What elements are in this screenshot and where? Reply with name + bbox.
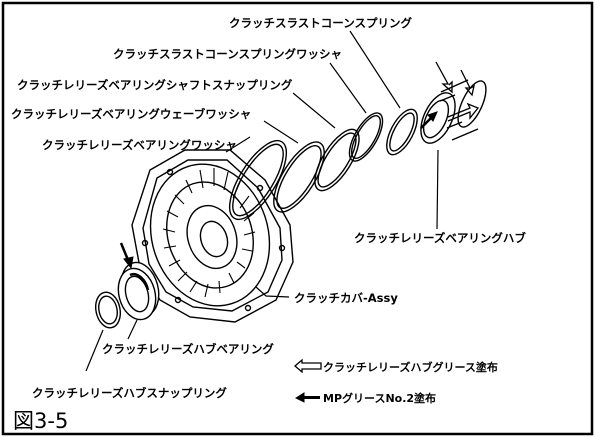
hub-snap-ring — [94, 291, 122, 329]
leader-bearing-washer — [225, 136, 251, 153]
legend-solid-arrow-icon — [294, 392, 320, 403]
mp-grease-arrow-bearing — [119, 242, 134, 270]
leader-clutch-cover — [255, 286, 290, 298]
cone-spring-washer-ring — [348, 112, 384, 162]
leader-shaft-snap-ring — [292, 92, 336, 129]
label-bearing-washer: クラッチレリーズベアリングワッシャ — [42, 138, 237, 152]
label-hub-bearing: クラッチレリーズハブベアリング — [102, 342, 274, 356]
leader-wave-washer — [263, 120, 299, 144]
label-bearing-hub: クラッチレリーズベアリングハブ — [354, 231, 526, 245]
leader-hub-bearing — [127, 319, 138, 340]
bearing-washer-ring — [228, 139, 288, 221]
leader-bearing-hub — [436, 149, 439, 230]
legend-mp-grease-text: MPグリースNo.2塗布 — [323, 391, 436, 405]
hub-bearing — [117, 261, 160, 321]
label-clutch-cover-assy: クラッチカバ-Assy — [294, 291, 398, 305]
leader-cone-spring — [349, 30, 401, 109]
leader-lines — [85, 30, 439, 372]
label-hub-snap-ring: クラッチレリーズハブスナップリング — [32, 386, 227, 400]
figure-label: 図3-5 — [13, 409, 68, 433]
label-thrust-cone-spring-washer: クラッチスラストコーンスプリングワッシャ — [113, 47, 342, 61]
hub-grease-arrows — [435, 61, 480, 122]
mp-grease-arrow-hub — [420, 111, 438, 129]
release-bearing-hub — [420, 79, 487, 144]
label-bearing-shaft-snap-ring: クラッチレリーズベアリングシャフトスナップリング — [17, 78, 293, 92]
legend-hub-grease-text: クラッチレリーズハブグリース塗布 — [323, 360, 498, 374]
cone-spring-ring — [386, 108, 418, 156]
leader-hub-snap-ring — [85, 329, 104, 372]
label-bearing-wave-washer: クラッチレリーズベアリングウェーブワッシャ — [11, 107, 251, 121]
label-thrust-cone-spring: クラッチスラストコーンスプリング — [229, 16, 412, 30]
shaft-snap-ring — [314, 128, 360, 192]
wave-washer-ring — [273, 141, 325, 213]
legend-mp-grease: MPグリースNo.2塗布 — [294, 391, 436, 405]
legend-hollow-arrow-icon — [294, 358, 322, 374]
legend-hub-grease: クラッチレリーズハブグリース塗布 — [294, 358, 498, 374]
leader-cone-spring-washer — [329, 62, 367, 114]
